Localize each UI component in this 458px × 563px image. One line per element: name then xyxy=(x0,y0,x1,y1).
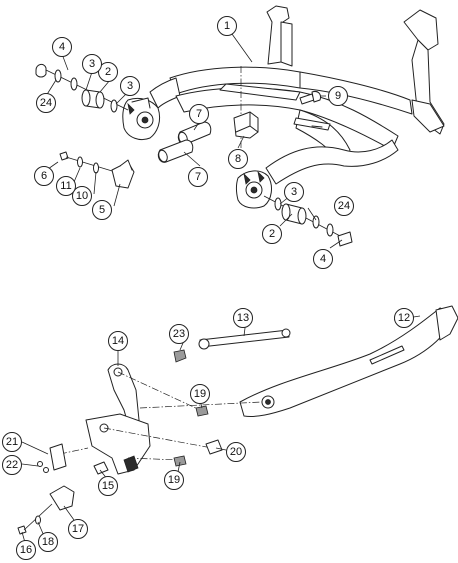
stand-bracket-14 xyxy=(85,363,151,475)
plug-23 xyxy=(173,349,187,363)
washer-18 xyxy=(35,515,41,525)
callout-21-label: 21 xyxy=(6,436,18,448)
callout-24-label: 24 xyxy=(40,97,52,109)
callout-19: 19 xyxy=(190,384,210,404)
side-stand xyxy=(239,305,458,417)
callout-1: 1 xyxy=(217,16,237,36)
callout-16: 16 xyxy=(16,540,36,560)
screw-9 xyxy=(299,91,321,105)
callout-5: 5 xyxy=(92,200,112,220)
callout-22-label: 22 xyxy=(6,459,18,471)
callout-20: 20 xyxy=(226,442,246,462)
callout-10-label: 10 xyxy=(76,190,88,202)
callout-3-label: 3 xyxy=(127,80,133,92)
bushing-20 xyxy=(205,439,223,455)
callout-15: 15 xyxy=(98,476,118,496)
callout-7: 7 xyxy=(189,104,209,124)
left-bearing-set xyxy=(35,63,129,113)
assembly-axes xyxy=(59,371,263,461)
callout-13: 13 xyxy=(233,308,253,328)
callout-23-label: 23 xyxy=(173,328,185,340)
holder-bracket xyxy=(233,111,259,139)
callout-7-label: 7 xyxy=(196,108,202,120)
callout-9-label: 9 xyxy=(335,90,341,102)
callout-12-label: 12 xyxy=(398,312,410,324)
callout-8-label: 8 xyxy=(235,153,241,165)
callout-6-label: 6 xyxy=(41,170,47,182)
spring-13 xyxy=(198,328,291,350)
callout-16-label: 16 xyxy=(20,544,32,556)
callout-23: 23 xyxy=(169,324,189,344)
bolt-15 xyxy=(93,461,109,475)
callout-18-label: 18 xyxy=(42,536,54,548)
nut-19b xyxy=(173,455,187,467)
callout-19-label: 19 xyxy=(168,474,180,486)
callout-leaders xyxy=(21,33,421,547)
right-bearing-set xyxy=(263,195,353,247)
callout-13-label: 13 xyxy=(237,312,249,324)
callout-22: 22 xyxy=(2,455,22,475)
callout-11-label: 11 xyxy=(60,180,71,192)
callout-3: 3 xyxy=(120,76,140,96)
mounting-parts-left xyxy=(59,151,135,189)
nut-19a xyxy=(195,405,209,417)
callout-12: 12 xyxy=(394,308,414,328)
callout-6: 6 xyxy=(34,166,54,186)
callout-14-label: 14 xyxy=(112,335,124,347)
callout-1-label: 1 xyxy=(224,20,230,32)
plate-17 xyxy=(49,485,75,511)
callout-17-label: 17 xyxy=(72,523,84,535)
callout-18: 18 xyxy=(38,532,58,552)
callout-3: 3 xyxy=(284,182,304,202)
callout-7: 7 xyxy=(188,167,208,187)
callout-9: 9 xyxy=(328,86,348,106)
callout-21: 21 xyxy=(2,432,22,452)
callout-2-label: 2 xyxy=(269,228,275,240)
callout-8: 8 xyxy=(228,149,248,169)
callout-2: 2 xyxy=(262,224,282,244)
callout-2-label: 2 xyxy=(105,66,111,78)
callout-4: 4 xyxy=(52,37,72,57)
callout-14: 14 xyxy=(108,331,128,351)
callout-24-label: 24 xyxy=(338,200,350,212)
callout-3-label: 3 xyxy=(89,58,95,70)
center-stand xyxy=(122,5,445,209)
rubber-buffers xyxy=(157,121,212,163)
callout-10: 10 xyxy=(72,186,92,206)
callout-7-label: 7 xyxy=(195,171,201,183)
callout-3: 3 xyxy=(82,54,102,74)
callout-11: 11 xyxy=(56,176,76,196)
callout-19: 19 xyxy=(164,470,184,490)
callout-24: 24 xyxy=(334,196,354,216)
callout-20-label: 20 xyxy=(230,446,242,458)
callout-15-label: 15 xyxy=(102,480,114,492)
callout-4: 4 xyxy=(313,249,333,269)
sensor-21-22 xyxy=(37,443,67,473)
callout-4-label: 4 xyxy=(320,253,326,265)
callout-19-label: 19 xyxy=(194,388,206,400)
callout-4-label: 4 xyxy=(59,41,65,53)
callout-2: 2 xyxy=(98,62,118,82)
screw-16 xyxy=(17,525,27,535)
callout-5-label: 5 xyxy=(99,204,105,216)
callout-3-label: 3 xyxy=(291,186,297,198)
callout-24: 24 xyxy=(36,93,56,113)
callout-17: 17 xyxy=(68,519,88,539)
